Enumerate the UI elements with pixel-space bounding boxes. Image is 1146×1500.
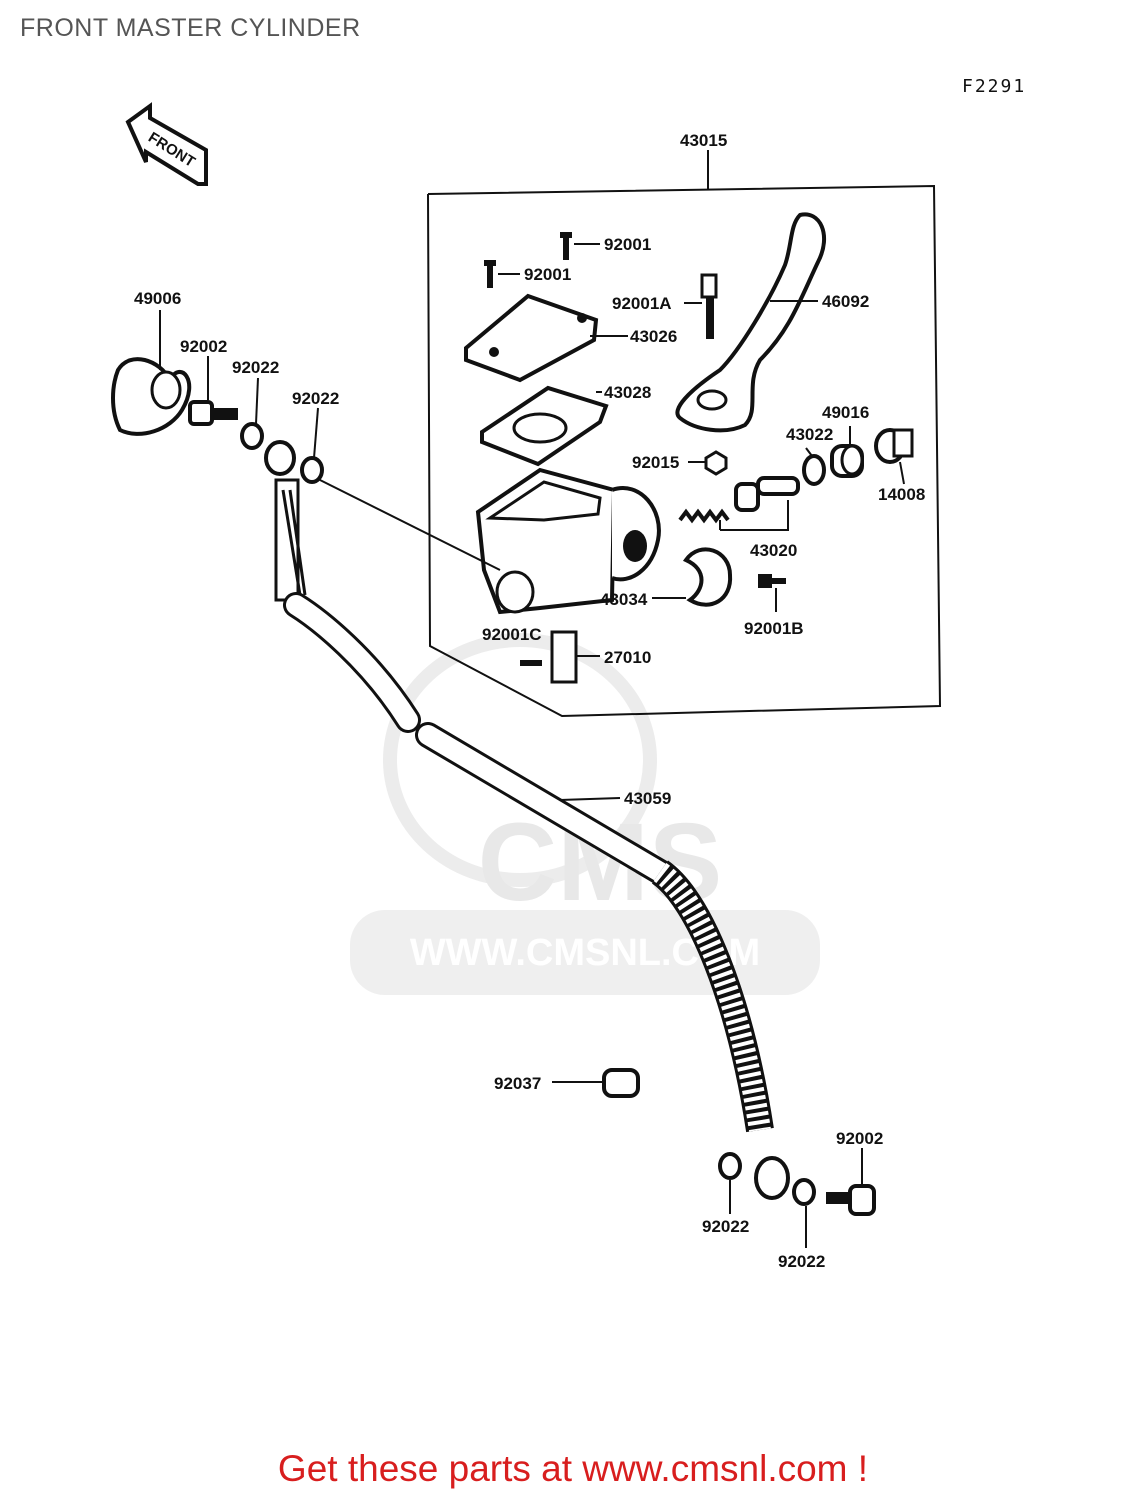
part-label-14008: 14008 xyxy=(878,485,925,504)
part-label-92001c: 92001C xyxy=(482,625,542,644)
part-label-92015: 92015 xyxy=(632,453,679,472)
screw-icon xyxy=(484,232,572,288)
part-label-92022: 92022 xyxy=(702,1217,749,1236)
part-label-92001b: 92001B xyxy=(744,619,804,638)
clip-icon xyxy=(874,428,914,464)
part-label-49016: 49016 xyxy=(822,403,869,422)
assembly-outline xyxy=(427,150,942,718)
part-label-49006: 49006 xyxy=(134,289,181,308)
wing-cover-icon xyxy=(111,357,192,436)
clamp-bolt-icon xyxy=(758,574,786,588)
boot-icon xyxy=(830,444,864,478)
lower-banjo-bolt-icon xyxy=(826,1184,876,1216)
part-labels: 43015 92001 92001 92001A 46092 43026 430… xyxy=(134,131,925,1271)
banjo-bolt-icon xyxy=(188,400,238,426)
part-label-43020: 43020 xyxy=(750,541,797,560)
lower-sealing-washer-icon xyxy=(718,1152,816,1206)
part-label-92001: 92001 xyxy=(604,235,651,254)
part-label-43059: 43059 xyxy=(624,789,671,808)
clamp-icon xyxy=(682,547,733,607)
brake-hose-icon xyxy=(264,440,790,1200)
part-label-92022: 92022 xyxy=(778,1252,825,1271)
diagram-code: F2291 xyxy=(962,76,1027,97)
piston-spring-icon xyxy=(678,476,800,531)
part-label-46092: 46092 xyxy=(822,292,869,311)
grommet-icon xyxy=(602,1068,640,1098)
part-label-27010: 27010 xyxy=(604,648,651,667)
leader-lines xyxy=(159,243,905,1248)
part-label-43028: 43028 xyxy=(604,383,651,402)
part-label-92002: 92002 xyxy=(836,1129,883,1148)
part-label-92001a: 92001A xyxy=(612,294,672,313)
pivot-bolt-icon xyxy=(700,273,718,339)
part-label-92002: 92002 xyxy=(180,337,227,356)
diaphragm-icon xyxy=(480,385,609,467)
part-label-43034: 43034 xyxy=(600,590,648,609)
washer-icon xyxy=(802,454,826,486)
sealing-washer-icon xyxy=(240,422,324,484)
part-label-92022: 92022 xyxy=(292,389,339,408)
nut-icon xyxy=(704,450,728,476)
front-direction-arrow: FRONT xyxy=(125,102,208,186)
reservoir-cap-icon xyxy=(464,293,599,383)
part-label-92001: 92001 xyxy=(524,265,571,284)
master-cylinder-body-icon xyxy=(475,467,661,615)
page-title: FRONT MASTER CYLINDER xyxy=(20,14,361,42)
brake-lever-icon xyxy=(675,212,826,433)
part-label-43026: 43026 xyxy=(630,327,677,346)
footer-promo-text: Get these parts at www.cmsnl.com ! xyxy=(277,1448,869,1489)
part-label-43022: 43022 xyxy=(786,425,833,444)
part-label-92022: 92022 xyxy=(232,358,279,377)
part-label-92037: 92037 xyxy=(494,1074,541,1093)
part-label-43015: 43015 xyxy=(680,131,727,150)
